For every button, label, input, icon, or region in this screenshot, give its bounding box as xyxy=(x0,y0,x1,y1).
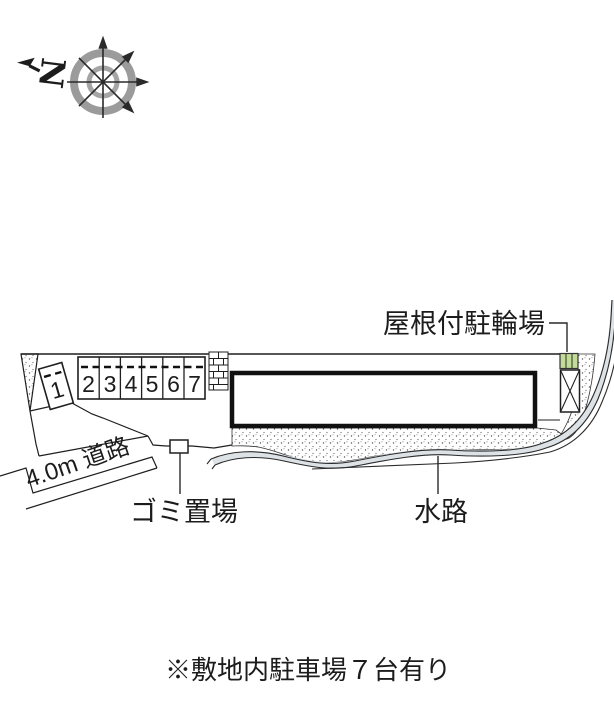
leader-lines xyxy=(179,322,568,494)
parking-row: 2 3 4 5 6 7 xyxy=(77,356,206,400)
gravel-band-east xyxy=(558,353,596,440)
north-label: N xyxy=(31,56,73,91)
compass-rose-icon: N xyxy=(16,35,150,118)
bicycle-parking-structures xyxy=(559,352,581,413)
stall-number: 4 xyxy=(125,371,138,397)
garbage-box xyxy=(169,439,189,454)
label-road: 4.0m 道路 xyxy=(22,433,133,494)
bike-leader-line xyxy=(549,322,568,352)
building-outline xyxy=(229,370,538,429)
brick-pier xyxy=(208,351,229,391)
road-upper-edge xyxy=(38,435,149,457)
label-waterway: 水路 xyxy=(414,497,468,527)
north-arrow-icon xyxy=(16,57,41,73)
left-wedge-area xyxy=(20,353,39,412)
north-indicator: N xyxy=(16,56,73,91)
water-fill xyxy=(211,299,614,469)
parking-stall-1: 1 xyxy=(37,361,75,411)
stall-number: 5 xyxy=(146,371,159,397)
note-parking-count: ※敷地内駐車場７台有り xyxy=(165,655,451,685)
stall-number: 2 xyxy=(82,371,95,397)
road-lower-edge xyxy=(0,456,158,494)
road-outer-line xyxy=(25,467,158,510)
bike-shelter-roof xyxy=(559,352,579,370)
stall-number: 3 xyxy=(104,371,117,397)
waterway-channel xyxy=(206,299,614,470)
site-boundary-lines xyxy=(0,353,560,510)
stall-number: 7 xyxy=(188,371,201,397)
stall-number: 6 xyxy=(167,371,180,397)
label-garbage-area: ゴミ置場 xyxy=(130,497,238,527)
label-covered-bicycle-parking: 屋根付駐輪場 xyxy=(383,309,545,339)
compass-arrows xyxy=(67,35,150,118)
